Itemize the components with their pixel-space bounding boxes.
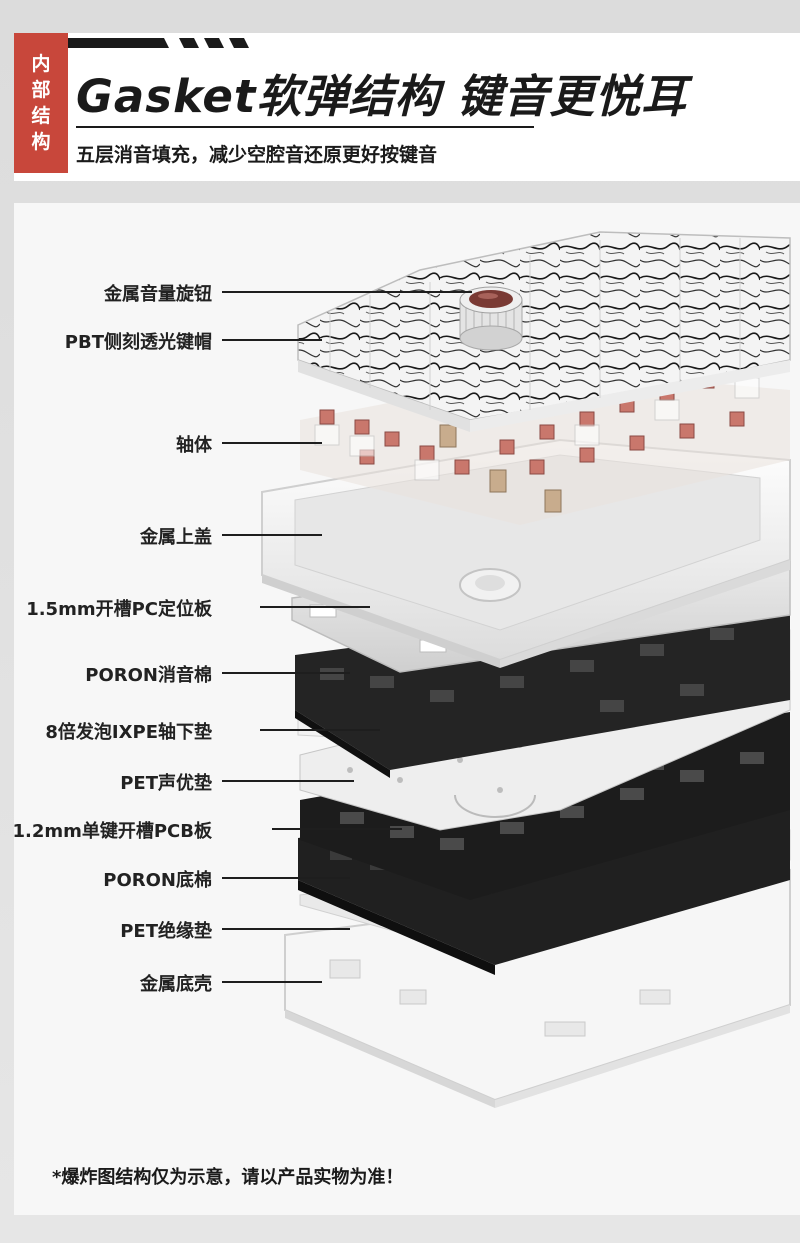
layer-top-case <box>261 438 791 668</box>
label-switches: 轴体 <box>176 435 212 456</box>
leader-line <box>222 534 322 536</box>
layer-keycaps <box>297 231 791 432</box>
label-poron-bottom-foam: PORON底棉 <box>103 870 212 891</box>
label-pet-insulation: PET绝缘垫 <box>120 921 212 942</box>
leader-line <box>222 780 354 782</box>
leader-line <box>222 981 322 983</box>
label-ixpe-pad: 8倍发泡IXPE轴下垫 <box>45 722 212 743</box>
badge-char: 结 <box>31 105 51 127</box>
label-volume-knob: 金属音量旋钮 <box>104 284 212 305</box>
label-bottom-case: 金属底壳 <box>140 974 212 995</box>
badge-char: 部 <box>31 79 51 101</box>
section-badge: 内 部 结 构 <box>14 33 68 173</box>
leader-line <box>272 828 402 830</box>
disclaimer-footnote: *爆炸图结构仅为示意，请以产品实物为准！ <box>52 1167 404 1188</box>
label-pet-sound-pad: PET声优垫 <box>120 773 212 794</box>
layer-volume-knob <box>459 286 523 351</box>
label-top-case: 金属上盖 <box>140 527 212 548</box>
page-subtitle: 五层消音填充，减少空腔音还原更好按键音 <box>76 144 438 166</box>
header-card <box>14 33 800 181</box>
title-underline <box>76 126 534 128</box>
label-pcb: 1.2mm单键开槽PCB板 <box>12 821 212 842</box>
page-title: Gasket软弹结构 键音更悦耳 <box>76 70 688 123</box>
badge-char: 构 <box>31 131 51 153</box>
leader-line <box>222 339 322 341</box>
label-keycaps: PBT侧刻透光键帽 <box>64 332 212 353</box>
leader-line <box>222 291 472 293</box>
badge-char: 内 <box>31 53 51 75</box>
label-pc-plate: 1.5mm开槽PC定位板 <box>26 599 212 620</box>
leader-line <box>260 606 370 608</box>
label-poron-foam: PORON消音棉 <box>85 665 212 686</box>
leader-line <box>222 672 350 674</box>
leader-line <box>222 877 350 879</box>
layer-poron-foam <box>295 590 790 778</box>
leader-line <box>260 729 380 731</box>
leader-line <box>222 442 322 444</box>
leader-line <box>222 928 350 930</box>
